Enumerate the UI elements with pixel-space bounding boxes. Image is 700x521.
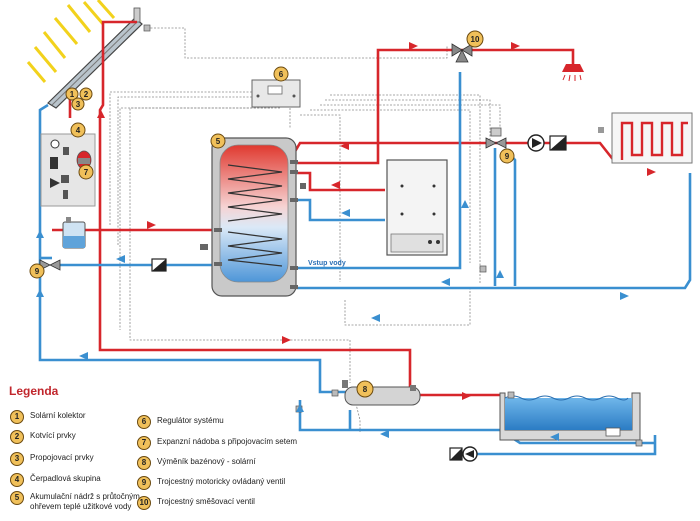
system-controller — [251, 79, 301, 108]
mixing-valve — [451, 43, 473, 63]
legend-item: 7 Expanzní nádoba s připojovacím setem — [137, 436, 298, 450]
svg-text:4: 4 — [76, 126, 81, 135]
radiator — [598, 112, 693, 164]
legend-badge: 8 — [137, 456, 151, 470]
heating-pump — [527, 134, 567, 152]
badge-3: 3 — [71, 97, 85, 111]
legend-badge: 6 — [137, 415, 151, 429]
legend-text: Expanzní nádoba s připojovacím setem — [157, 437, 298, 446]
legend-badge: 5 — [10, 491, 24, 505]
svg-text:7: 7 — [84, 168, 89, 177]
legend-badge: 3 — [10, 452, 24, 466]
badge-2: 2 — [79, 87, 93, 101]
gas-boiler — [386, 159, 448, 256]
badge-7: 7 — [78, 164, 94, 180]
check-valve — [151, 258, 167, 272]
sun-rays — [26, 0, 116, 83]
cold-flow-arrows — [36, 200, 629, 441]
badge-10: 10 — [466, 30, 484, 48]
legend-item: 3 Propojovací prvky — [10, 452, 94, 466]
legend-text: Čerpadlová skupina — [30, 474, 101, 483]
motor-valve-upper — [485, 127, 507, 149]
svg-text:5: 5 — [216, 137, 221, 146]
svg-text:10: 10 — [471, 35, 480, 44]
svg-text:9: 9 — [505, 152, 510, 161]
diagram-badges: 1 2 3 4 7 5 6 10 9 9 8 — [29, 30, 515, 398]
swimming-pool — [499, 392, 641, 441]
legend-text: Akumulační nádrž s průtočným ohřevem tep… — [30, 492, 140, 511]
legend-item: 8 Výměník bazénový - solární — [137, 456, 256, 470]
antifreeze-canister — [62, 217, 86, 249]
legend-badge: 10 — [137, 496, 151, 510]
legend-text: Solární kolektor — [30, 411, 86, 420]
legend-text: Trojcestný směšovací ventil — [157, 497, 255, 506]
svg-text:2: 2 — [84, 90, 89, 99]
svg-text:9: 9 — [35, 267, 40, 276]
control-wires — [109, 27, 501, 432]
svg-text:1: 1 — [70, 90, 75, 99]
legend-text: Výměník bazénový - solární — [157, 457, 256, 466]
legend-text: Regulátor systému — [157, 416, 224, 425]
svg-text:8: 8 — [363, 385, 368, 394]
svg-text:3: 3 — [76, 100, 81, 109]
legend-item: 1 Solární kolektor — [10, 410, 86, 424]
badge-8: 8 — [356, 380, 374, 398]
badge-6: 6 — [273, 66, 289, 82]
legend-text: Propojovací prvky — [30, 453, 94, 462]
shower-head — [562, 64, 584, 82]
legend-item: 9 Trojcestný motoricky ovládaný ventil — [137, 476, 286, 490]
legend-badge: 4 — [10, 473, 24, 487]
badge-4: 4 — [70, 122, 86, 138]
legend-item: 6 Regulátor systému — [137, 415, 224, 429]
legend-item: 2 Kotvící prvky — [10, 430, 76, 444]
hot-water-pipes — [52, 20, 692, 397]
badge-9-upper: 9 — [499, 148, 515, 164]
badge-1: 1 — [65, 87, 79, 101]
legend-item: 5 Akumulační nádrž s průtočným ohřevem t… — [10, 491, 140, 512]
legend-badge: 2 — [10, 430, 24, 444]
badge-5: 5 — [210, 133, 226, 149]
hot-flow-arrows — [97, 42, 656, 400]
legend-text: Trojcestný motoricky ovládaný ventil — [157, 477, 286, 486]
legend-badge: 7 — [137, 436, 151, 450]
legend-badge: 9 — [137, 476, 151, 490]
legend-text: Kotvící prvky — [30, 431, 76, 440]
legend-item: 4 Čerpadlová skupina — [10, 473, 101, 487]
legend-item: 10 Trojcestný směšovací ventil — [137, 496, 255, 510]
water-inlet-label: Vstup vody — [308, 260, 346, 267]
badge-9-lower: 9 — [29, 263, 45, 279]
pool-pump — [449, 446, 478, 462]
storage-tank — [200, 137, 306, 297]
legend-badge: 1 — [10, 410, 24, 424]
legend-title: Legenda — [9, 384, 59, 398]
pool-heat-exchanger — [342, 380, 421, 406]
svg-text:6: 6 — [279, 70, 284, 79]
